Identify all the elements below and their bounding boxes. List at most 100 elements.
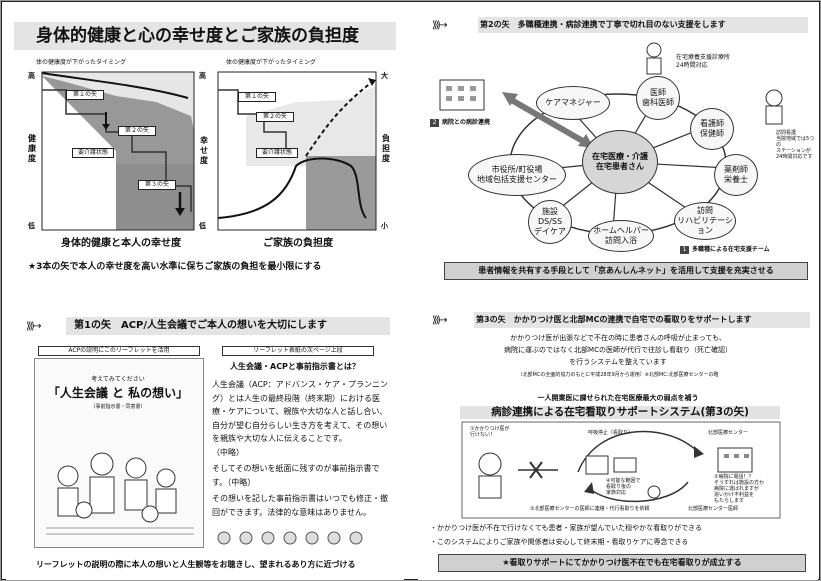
panel-health-chart: 身体的健康と心の幸せ度とご家族の負担度 体の健康度が下がったタイミング 高 低 … (6, 6, 404, 289)
p4-footer: ★看取りサポートにてかかりつけ医不在でも在宅看取りが成立する (438, 554, 806, 572)
diag-center-top: 呼吸停止（看取り） (588, 430, 634, 436)
diag-mid: ④可能な範囲で 看取り後の 家族対応 (606, 478, 641, 496)
node-helper: ホームヘルパー 訪問入浴 (588, 220, 654, 252)
leaflet-small: 考えてみてください (91, 376, 145, 383)
p3-mid1: （中略） (212, 448, 244, 457)
p4-diagram (461, 421, 781, 519)
left-step3: 第３の矢 (138, 180, 176, 190)
doctor-figure-icon (646, 42, 662, 58)
p3-body3: その想いを記した事前指示書はいつでも修正・撤回ができます。法律的な意味はありませ… (212, 494, 388, 517)
note-clinic: 在宅療養支援診療所 24時間対応 (676, 54, 731, 69)
p2-header-bar (478, 17, 808, 33)
p3-left-label: ACPの説明にこのリーフレットを活用 (38, 346, 200, 356)
p3-footer: リーフレットの説明の際に本人の想いと人生観等をお聴きし、望まれるあり方に近づける (36, 560, 356, 569)
label-hospital: 病院との病診連携 (442, 119, 490, 126)
node-facility: 施設 DS/SS デイケア (528, 200, 572, 244)
node-doctor: 医師 歯科医師 (636, 76, 680, 120)
panel-hospice-support: ⟫⟫→ 第3の矢 かかりつけ医と北部MCの連携で自宅での看取りをサポートします … (418, 302, 818, 580)
title-bar (14, 22, 396, 50)
p2-footer: 患者情報を共有する手段として「京あんしんネット」を活用して支援を充実させる (444, 262, 808, 280)
label-team: 多職種による在宅支援チーム (692, 246, 770, 253)
right-frame (217, 71, 377, 231)
hospital-link-arrow (506, 95, 590, 147)
left-y-low: 低 (28, 222, 35, 230)
right-care: 要介護状態 (256, 148, 298, 158)
center-patient-node: 在宅医療・介護 在宅患者さん (582, 130, 658, 194)
p3-body2: そしてその想いを紙面に残すのが事前指示書です。（中略） (212, 464, 380, 487)
route-arrow-bottom (587, 481, 689, 503)
leaflet-sub: （事前指示書・同意書） (90, 404, 146, 410)
p4-sub: 一人開業医に課せられた在宅医療最大の弱点を補う (537, 394, 699, 402)
p4-header: 第3の矢 かかりつけ医と北部MCの連携で自宅での看取りをサポートします (476, 315, 752, 324)
p3-question: 人生会議・ACPと事前指示書とは？ (230, 362, 360, 371)
p4-line3: を行うシステムを整えています (569, 358, 667, 366)
phone-icon (647, 485, 661, 499)
node-rehab: 訪問 リハビリテーション (674, 202, 736, 240)
right-fill-care (306, 156, 376, 230)
left-r-high: 高 (199, 72, 206, 80)
node-city-office: 市役所/町役場 地域包括支援センター (468, 154, 566, 196)
p4-system-title: 病診連携による在宅看取りサポートシステム(第3の矢) (460, 406, 780, 419)
right-high: 大 (381, 72, 388, 80)
p4-line1: かかりつけ医が出張などで不在の時に患者さんの呼吸が止まっても、 (510, 334, 726, 342)
label-hospital-num: 2 (430, 119, 439, 127)
p4-line2: 病院に運ぶのではなく北部MCの医師が代行で往診し看取り（死亡確認） (504, 346, 732, 354)
left-r-axis-label: 幸せ度 (200, 136, 208, 165)
right-caption: 体の健康度が下がったタイミング (226, 59, 317, 66)
diag-bottom2: 北部医療センター医師 (688, 506, 739, 512)
left-xlabel: 身体的健康と本人の幸せ度 (61, 238, 181, 249)
left-y-axis-label: 健康度 (28, 134, 36, 163)
left-step2: 第２の矢 (118, 126, 156, 136)
p4-line4: （北部MCの全面的協力のもとに平成28年9月から運用）※北部MC:北部医療センタ… (517, 372, 719, 378)
left-fill-care (116, 164, 194, 230)
leaflet-title: 「人生会議 と 私の想い」 (47, 386, 189, 400)
diag-bottom: ③北部医療センターの医師に連絡・代行看取りを依頼 (530, 506, 650, 512)
north-mc-hospital-icon (717, 447, 753, 473)
right-axis-label: 負担度 (382, 134, 390, 163)
right-burden-line (217, 157, 367, 219)
left-step1: 第１の矢 (66, 90, 104, 100)
nurse-figure-icon (765, 89, 783, 107)
diag-hosp: 北部医療センター (708, 430, 749, 436)
p4-bullet2: ・このシステムによりご家族や関係者は安心して終末期・看取りケアに専念できる (430, 538, 689, 546)
left-r-low: 低 (199, 222, 206, 230)
p4-bullet1: ・かかりつけ医が不在で行けなくても患者・家族が望んでいた穏やかな看取りができる (430, 524, 703, 532)
panel1-footer: ★3本の矢で本人の幸せ度を高い水準に保ちご家族の負担を最小限にする (28, 262, 322, 272)
right-low: 小 (381, 222, 388, 230)
node-care-manager: ケアマネジャー (536, 86, 610, 120)
panel-acp: ⟫⟫→ 第1の矢 ACP/人生会議でご本人の想いを大切にします ACPの説明にこ… (6, 302, 404, 580)
left-y-high: 高 (28, 72, 35, 80)
panel1-title: 身体的健康と心の幸せ度とご家族の負担度 (36, 26, 359, 46)
p3-body1: 人生会議（ACP：アドバンス・ケア・プランニング）とは人生の最終段階（終末期）に… (212, 380, 388, 443)
note-visit-nurse: 訪問看護 当院地域では5つの ステーションが 24時間対応です (776, 130, 815, 160)
left-caption: 体の健康度が下がったタイミング (36, 59, 127, 66)
label-team-num: 1 (680, 246, 689, 254)
diag-right: ②病院に電話！？ そうすれば施設の方か 病院に運ばれますが 追いかけ不利益を も… (714, 474, 765, 504)
panel-collaboration: ⟫⟫→ 第2の矢 多職種連携・病診連携で丁寧で切れ目のない支援をします (418, 6, 818, 289)
right-step1: 第１の矢 (238, 92, 276, 102)
leaflet-illustration (46, 452, 363, 545)
left-care: 要介護状態 (72, 148, 114, 158)
p3-right-label: リーフレット表紙の次ページ上段 (222, 346, 374, 356)
node-pharmacist: 薬剤師 栄養士 (714, 154, 758, 196)
right-step2: 第２の矢 (256, 112, 294, 122)
p3-header-bar (66, 317, 390, 335)
left-frame (41, 71, 195, 231)
p3-header: 第1の矢 ACP/人生会議でご本人の想いを大切にします (74, 320, 328, 331)
bed-icon (585, 455, 609, 475)
family-doctor-icon (478, 452, 502, 476)
p2-header: 第2の矢 多職種連携・病診連携で丁寧で切れ目のない支援をします (480, 20, 726, 29)
right-dashed-line (305, 81, 373, 157)
arrow-icon: ⟫⟫→ (432, 20, 447, 31)
hospital-icon (439, 79, 485, 111)
p4-header-bar (474, 312, 810, 328)
arrow-icon: ⟫⟫→ (26, 321, 41, 332)
diag-doc: ①かかりつけ医が 行けない！ (470, 426, 510, 438)
left-health-line (41, 72, 189, 99)
right-fill-top (246, 86, 376, 166)
node-nurse: 看護師 保健師 (690, 108, 734, 150)
arrow-icon: ⟫⟫→ (432, 315, 447, 326)
diagram-frame (461, 421, 781, 519)
right-xlabel: ご家族の負担度 (263, 238, 333, 249)
